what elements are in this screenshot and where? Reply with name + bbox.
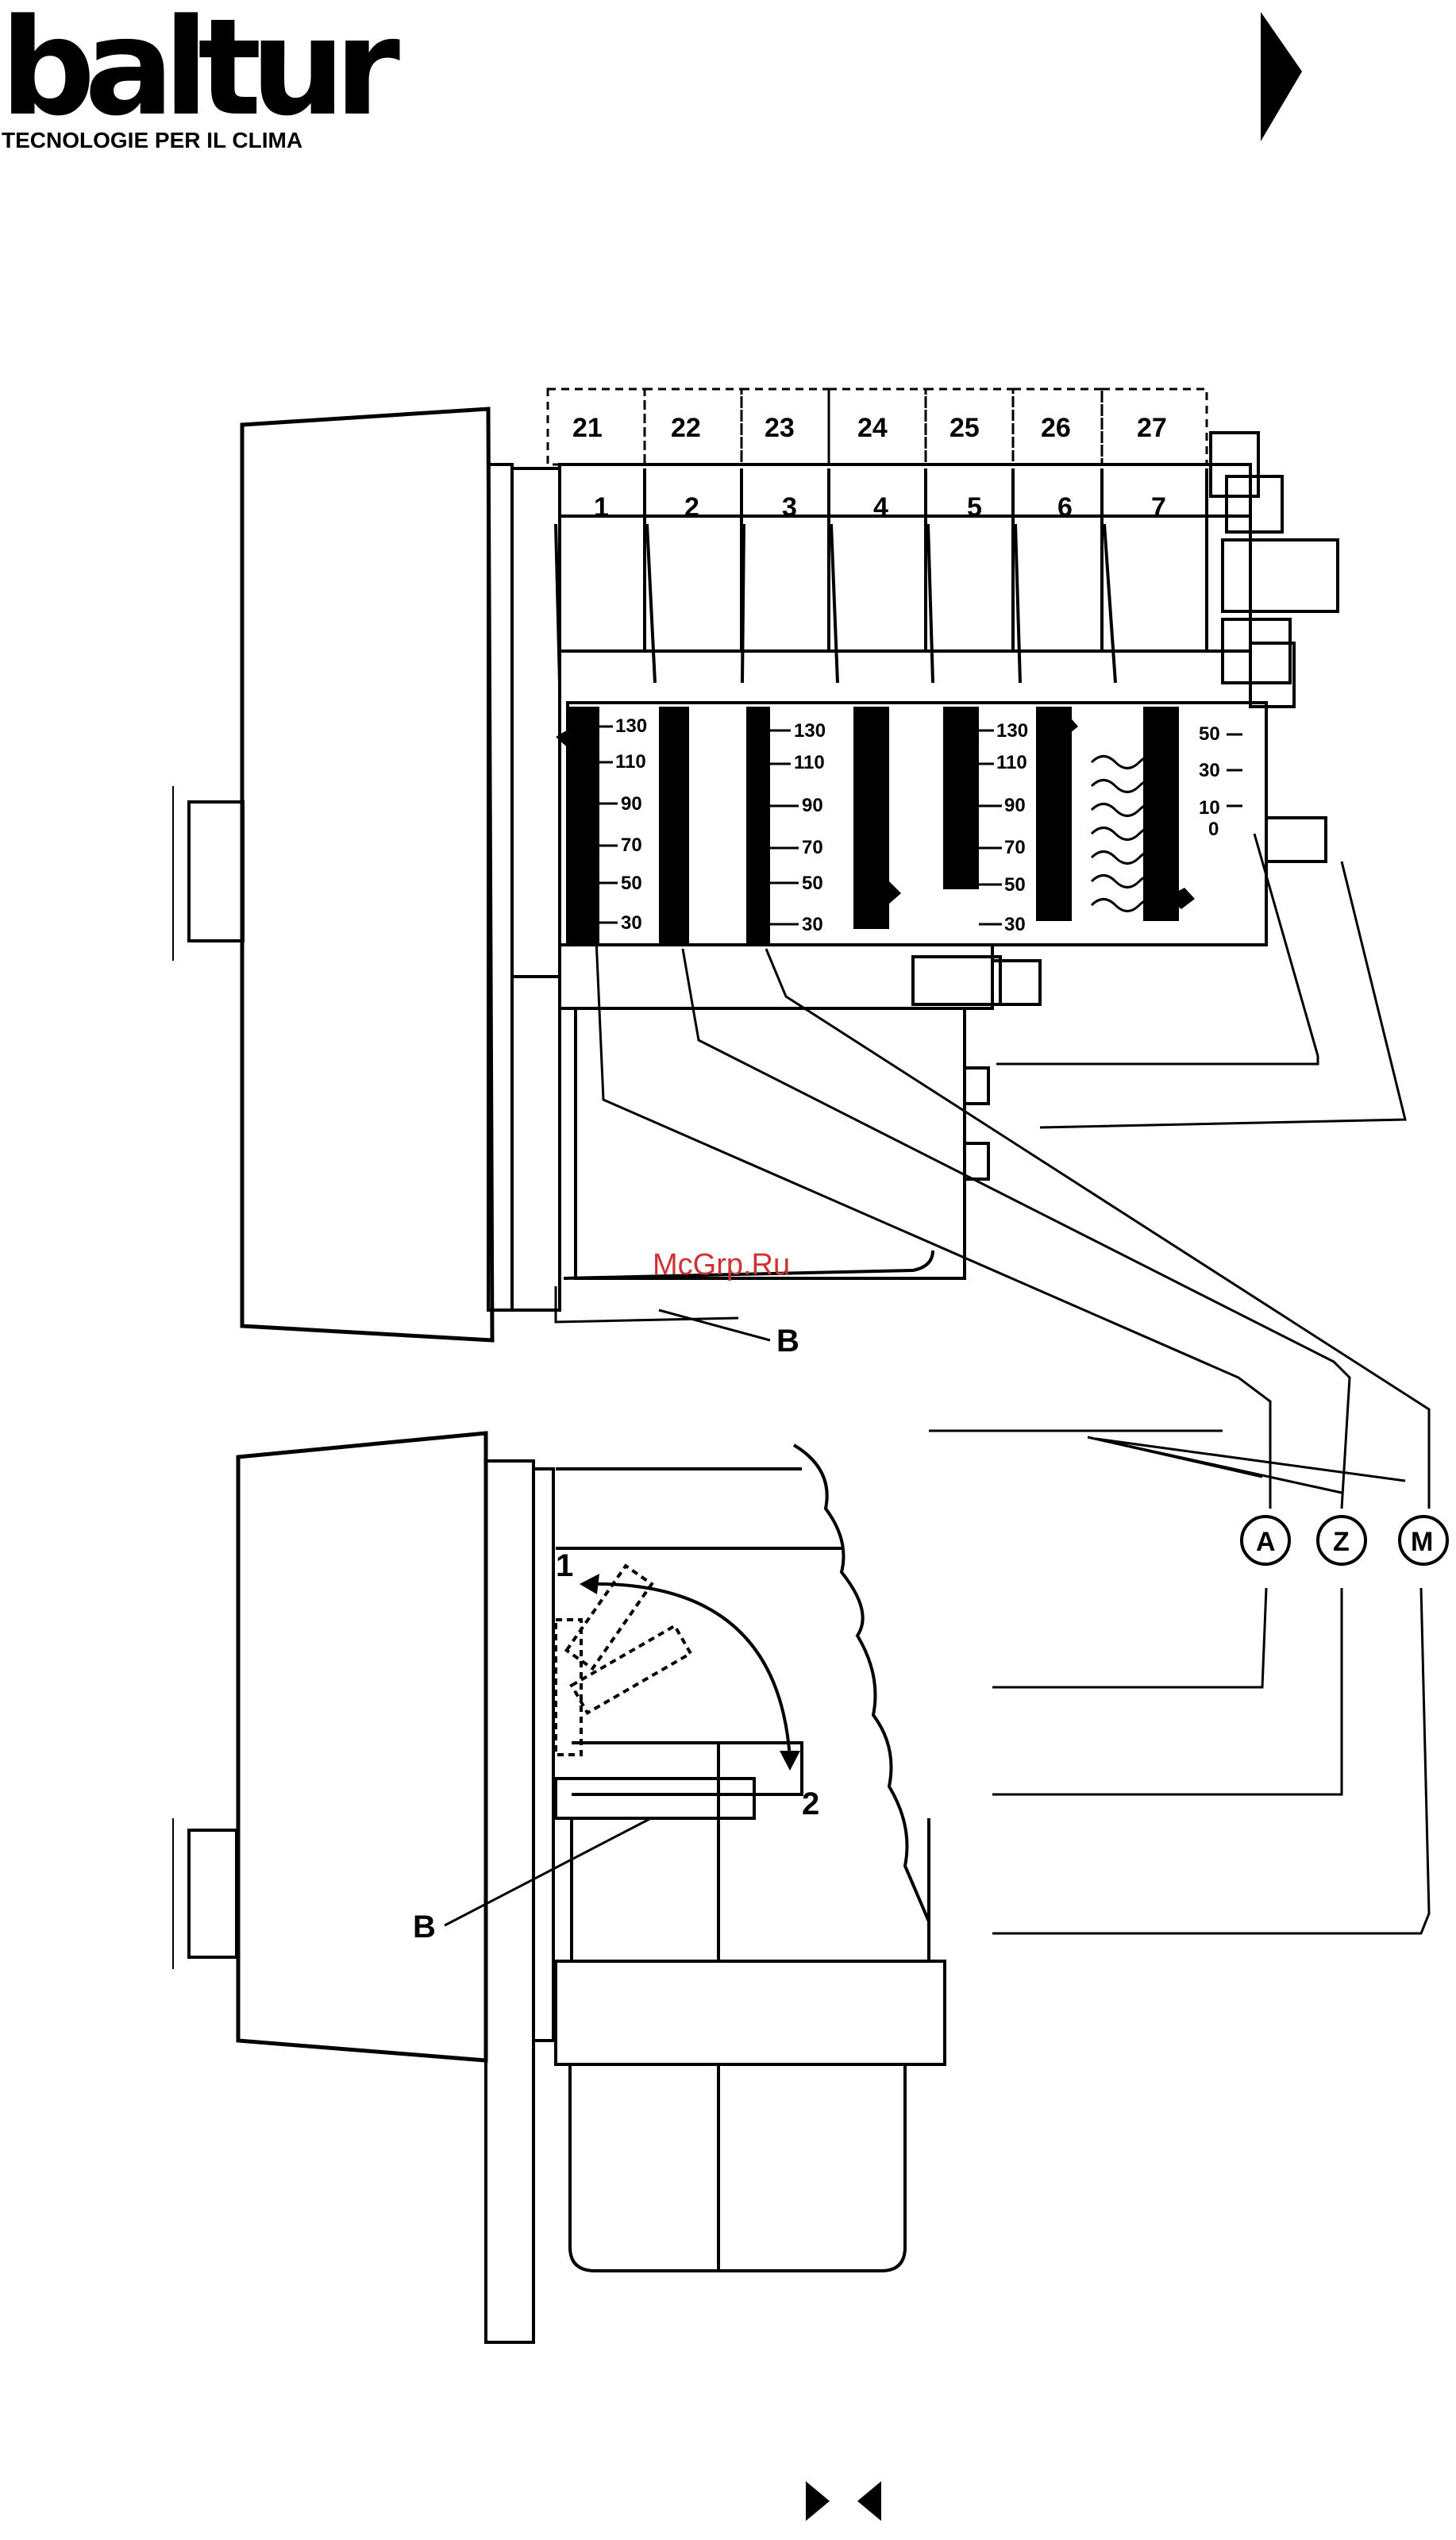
- motor-housing-bottom: [238, 1433, 486, 2060]
- cam-inner-6: 6: [1057, 492, 1073, 522]
- right-triangle-icon: [1261, 12, 1302, 141]
- shaft-stub: [189, 802, 243, 941]
- scale-2-70: 70: [802, 837, 823, 858]
- previous-page-icon[interactable]: [857, 2481, 881, 2521]
- cam-outer-1: 21: [572, 413, 603, 443]
- scale-3-110: 110: [996, 752, 1027, 773]
- label-b-top: B: [776, 1324, 799, 1359]
- scale-2-90: 90: [802, 795, 823, 816]
- scale-1-50: 50: [621, 873, 642, 894]
- rotation-arc: [587, 1584, 790, 1759]
- motor-housing: [242, 409, 492, 1340]
- shaft-stub-bottom: [189, 1830, 237, 1957]
- next-page-icon[interactable]: [806, 2481, 830, 2521]
- label-b-bottom: B: [413, 1910, 436, 1945]
- cam-outer-2: 22: [671, 413, 701, 443]
- scale-column-2: 130 110 90 70 50 30: [794, 720, 826, 935]
- scale-1-70: 70: [621, 834, 642, 856]
- cam-outer-4: 24: [857, 413, 888, 443]
- watermark: McGrp.Ru: [653, 1248, 790, 1282]
- cam-inner-1: 1: [594, 492, 609, 522]
- scale-right-0: 0: [1208, 819, 1219, 840]
- leader-lines-bottom: [445, 1431, 1429, 1933]
- cam-outer-5: 25: [949, 413, 980, 443]
- callout-a-label: A: [1256, 1527, 1276, 1557]
- scale-3-130: 130: [996, 720, 1028, 742]
- scale-bars: [568, 707, 1179, 945]
- scale-2-50: 50: [802, 873, 823, 894]
- scale-column-right: 50 30 10 0: [1199, 723, 1220, 840]
- cam-frame-top: [560, 464, 1250, 651]
- callout-z-label: Z: [1333, 1527, 1350, 1557]
- scale-1-90: 90: [621, 793, 642, 815]
- scale-2-30: 30: [802, 914, 823, 935]
- cam-labels: 21 22 23 24 25 26 27 1 2 3 4 5 6 7: [572, 413, 1167, 522]
- cam-inner-7: 7: [1151, 492, 1166, 522]
- lower-body: [576, 1008, 965, 1278]
- label-b-top-leader: [659, 1310, 770, 1340]
- scale-3-50: 50: [1004, 874, 1026, 896]
- scale-column-3: 130 110 90 70 50 30: [996, 720, 1028, 935]
- cam-inner-5: 5: [967, 492, 982, 522]
- cam-inner-3: 3: [782, 492, 797, 522]
- callout-m-label: M: [1411, 1527, 1433, 1557]
- cam-outer-7: 27: [1137, 413, 1167, 443]
- scale-3-30: 30: [1004, 914, 1026, 935]
- scale-3-70: 70: [1004, 837, 1026, 858]
- scale-2-130: 130: [794, 720, 826, 742]
- clamp-bar-bottom: [556, 1961, 945, 2064]
- cam-outer-6: 26: [1041, 413, 1071, 443]
- scale-column-1: 130 110 90 70 50 30: [615, 715, 647, 934]
- scale-2-110: 110: [794, 752, 825, 773]
- arrow-label-1: 1: [556, 1548, 573, 1583]
- callout-a: A: [1242, 1517, 1289, 1564]
- scale-right-50: 50: [1199, 723, 1220, 745]
- scale-1-130: 130: [615, 715, 647, 737]
- cam-inner-2: 2: [684, 492, 699, 522]
- scale-1-110: 110: [615, 751, 646, 773]
- arrow-label-2: 2: [802, 1786, 819, 1821]
- cam-outer-3: 23: [765, 413, 795, 443]
- scale-1-30: 30: [621, 912, 642, 934]
- callout-m: M: [1400, 1517, 1447, 1564]
- callout-z: Z: [1318, 1517, 1365, 1564]
- scale-right-10: 10: [1199, 797, 1220, 819]
- cam-inner-4: 4: [873, 492, 888, 522]
- scale-3-90: 90: [1004, 795, 1026, 816]
- scale-right-30: 30: [1199, 760, 1220, 781]
